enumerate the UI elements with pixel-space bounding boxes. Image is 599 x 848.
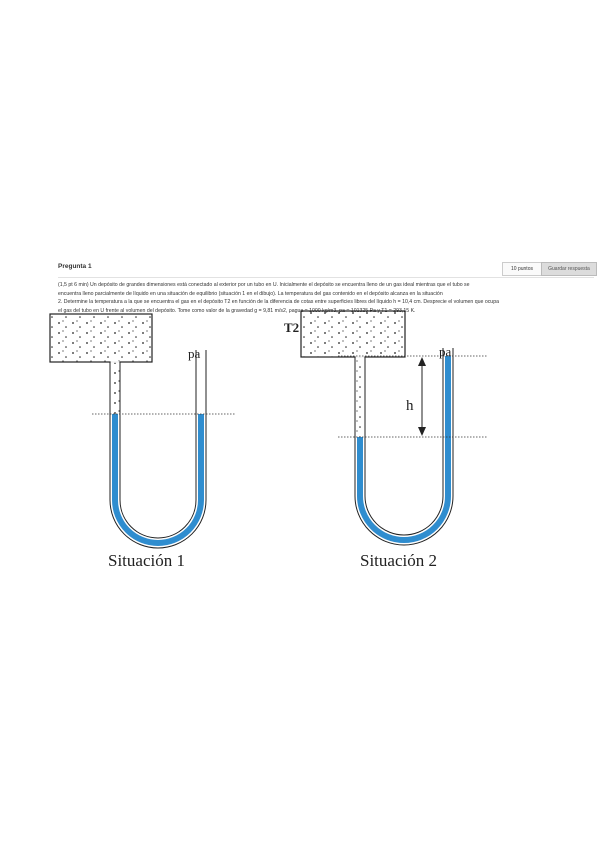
statement-line: encuentra lleno parcialmente de líquido … [58, 290, 443, 297]
situation-2-diagram: T2 h pa Situación 2 [284, 310, 488, 570]
statement-line: (1,5 pt 6 min) Un depósito de grandes di… [58, 282, 470, 288]
question-statement: (1,5 pt 6 min) Un depósito de grandes di… [58, 281, 588, 315]
situation-1-diagram: pa Situación 1 [49, 313, 235, 570]
statement-line: el gas del tubo en U frente al volumen d… [58, 307, 416, 314]
height-label: h [406, 398, 414, 414]
height-arrow [418, 357, 426, 436]
liquid-column-2 [357, 356, 451, 543]
question-title: Pregunta 1 [58, 263, 92, 270]
gas-tank-2 [300, 310, 406, 358]
gas-tank-1 [49, 313, 153, 363]
temperature-label: T2 [284, 320, 299, 335]
question-header: Pregunta 1 10 puntos Guardar respuesta [58, 262, 597, 276]
header-divider [58, 277, 594, 278]
situation-2-caption: Situación 2 [360, 551, 437, 570]
save-answer-button[interactable]: Guardar respuesta [541, 262, 597, 276]
points-badge: 10 puntos [502, 262, 541, 276]
manometer-figure: pa Situación 1 T2 h pa Situación 2 [49, 310, 488, 570]
statement-line: 2. Determine la temperatura a la que se … [58, 299, 499, 306]
pressure-label-2: pa [439, 344, 452, 359]
situation-1-caption: Situación 1 [108, 551, 185, 570]
pressure-label-1: pa [188, 346, 201, 361]
liquid-column-1 [112, 414, 204, 546]
